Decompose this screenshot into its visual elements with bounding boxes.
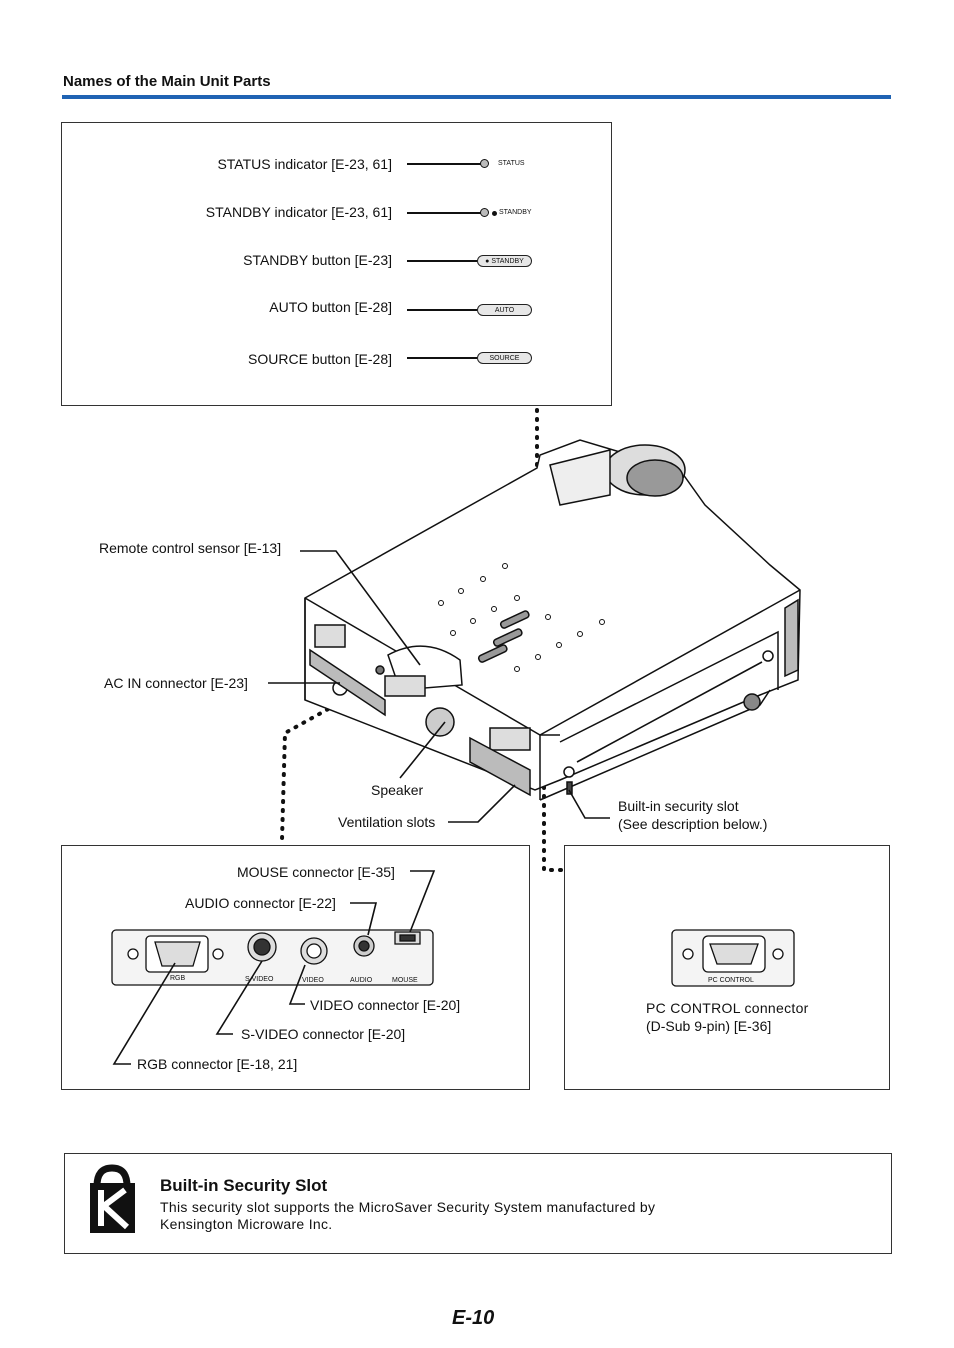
security-slot-callout-1: Built-in security slot xyxy=(618,798,739,814)
standby-button[interactable]: ● STANDBY xyxy=(477,255,532,267)
standby-indicator-callout: STANDBY indicator [E-23, 61] xyxy=(205,204,392,220)
status-indicator-callout: STATUS indicator [E-23, 61] xyxy=(217,156,392,172)
projector-body xyxy=(304,439,801,801)
audio-connector-callout: AUDIO connector [E-22] xyxy=(185,895,336,911)
standby-led-icon xyxy=(480,208,489,217)
remote-sensor-callout: Remote control sensor [E-13] xyxy=(99,540,282,556)
security-slot-callout-2: (See description below.) xyxy=(618,816,768,832)
mouse-connector-callout: MOUSE connector [E-35] xyxy=(237,864,395,880)
standby-button-leader xyxy=(407,260,477,262)
standby-button-label: ● STANDBY xyxy=(485,258,524,265)
standby-button-callout: STANDBY button [E-23] xyxy=(243,252,392,268)
status-leader xyxy=(407,163,481,165)
svideo-connector-callout: S-VIDEO connector [E-20] xyxy=(241,1026,406,1042)
pc-control-port xyxy=(671,929,795,987)
title-rule xyxy=(62,95,891,99)
source-button-callout: SOURCE button [E-28] xyxy=(248,351,392,367)
auto-leader xyxy=(407,309,477,311)
page-section-title: Names of the Main Unit Parts xyxy=(63,73,271,90)
mouse-port-label: MOUSE xyxy=(392,977,418,984)
left-panel-leaders xyxy=(112,870,436,1065)
projector-top-dots xyxy=(438,563,605,672)
pc-control-callout-1: PC CONTROL connector xyxy=(646,1000,809,1016)
rgb-port-label: RGB xyxy=(170,975,186,982)
security-slot-title: Built-in Security Slot xyxy=(160,1176,328,1195)
security-slot-text-1: This security slot supports the MicroSav… xyxy=(160,1199,656,1215)
pc-control-port-label: PC CONTROL xyxy=(708,977,754,984)
status-led-icon xyxy=(480,159,489,168)
video-port-label: VIDEO xyxy=(302,977,324,984)
kensington-lock-graphic xyxy=(90,1164,135,1233)
rgb-connector-callout: RGB connector [E-18, 21] xyxy=(137,1056,298,1072)
status-led-text: STATUS xyxy=(498,160,525,167)
auto-button-callout: AUTO button [E-28] xyxy=(269,299,392,315)
dotted-connector-right xyxy=(542,758,564,872)
source-button[interactable]: SOURCE xyxy=(477,352,532,364)
page-number: E-10 xyxy=(452,1307,495,1329)
standby-leader xyxy=(407,212,481,214)
svideo-port-label: S VIDEO xyxy=(245,976,274,983)
pc-control-callout-2: (D-Sub 9-pin) [E-36] xyxy=(646,1018,772,1034)
ventilation-callout: Ventilation slots xyxy=(338,814,436,830)
video-connector-callout: VIDEO connector [E-20] xyxy=(310,997,461,1013)
connector-strip xyxy=(111,929,434,986)
source-leader xyxy=(407,357,477,359)
ac-in-callout: AC IN connector [E-23] xyxy=(104,675,248,691)
standby-dot-icon xyxy=(492,211,497,216)
standby-led-text: STANDBY xyxy=(499,209,532,216)
security-slot-text-2: Kensington Microware Inc. xyxy=(160,1216,333,1232)
audio-port-label: AUDIO xyxy=(350,977,373,984)
speaker-callout: Speaker xyxy=(371,782,424,798)
auto-button[interactable]: AUTO xyxy=(477,304,532,316)
callout-leaders xyxy=(268,550,763,823)
